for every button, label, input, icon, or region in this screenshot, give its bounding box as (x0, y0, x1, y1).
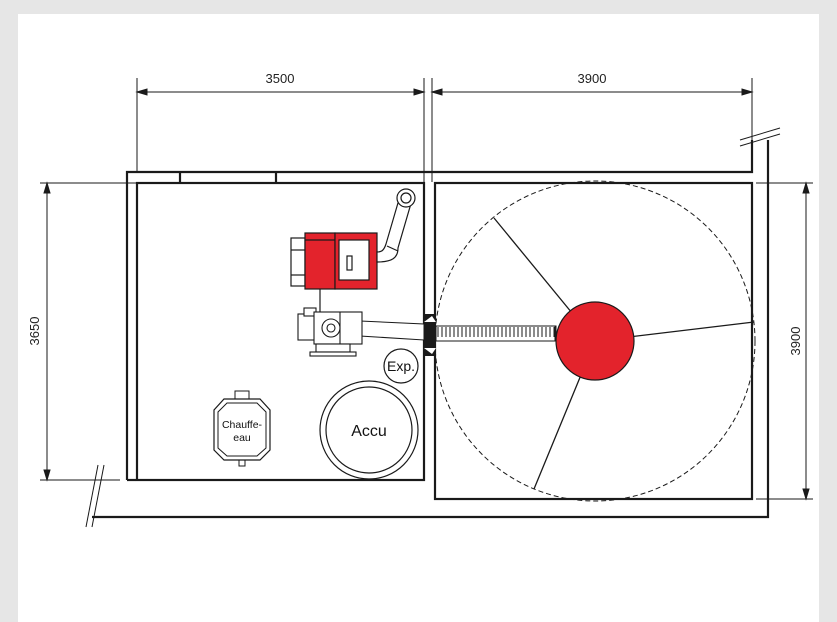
dimension-right-side (756, 181, 813, 501)
wall-break-marks (85, 127, 781, 528)
agitator-hub (555, 301, 635, 381)
agitator-sweep-circle (434, 180, 756, 502)
dimension-top-left (135, 78, 426, 182)
dimension-label-3900-right: 3900 (788, 327, 803, 356)
expansion-vessel: Exp. (383, 348, 419, 384)
dimension-label-3650: 3650 (27, 317, 42, 346)
dimension-left-side (40, 181, 137, 482)
accumulator-label: Accu (351, 423, 387, 440)
boiler-icon (290, 232, 378, 320)
dimension-label-3900-top: 3900 (578, 71, 607, 86)
expansion-vessel-label: Exp. (387, 358, 415, 374)
water-heater-label-line2: eau (233, 432, 251, 444)
drawing-paper (18, 14, 819, 622)
dimension-label-3500: 3500 (266, 71, 295, 86)
accumulator-tank: Accu (319, 380, 419, 480)
flue-pipe-icon (376, 188, 416, 263)
water-heater-label-line1: Chauffe- (222, 419, 263, 431)
dimension-top-right (430, 78, 754, 182)
water-heater: Chauffe- eau (213, 390, 271, 467)
feed-unit (297, 307, 363, 357)
auger-feeder (359, 314, 557, 356)
